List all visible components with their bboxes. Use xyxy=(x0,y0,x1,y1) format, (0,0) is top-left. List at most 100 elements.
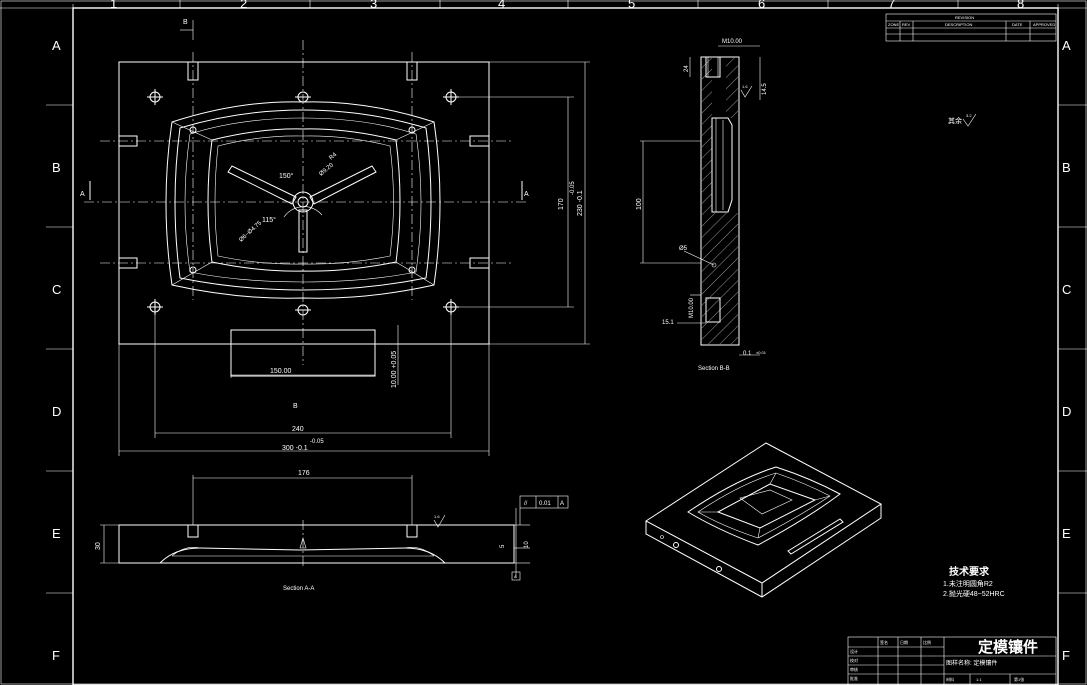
dim-300-tol: -0.05 xyxy=(310,439,324,445)
roughness-value: 3.2 xyxy=(966,113,972,118)
col-label-3: 3 xyxy=(370,0,377,11)
section-mark-a-right: A xyxy=(524,191,529,198)
row-label-f: F xyxy=(52,648,60,663)
ribs xyxy=(227,165,377,253)
tech-requirements: 技术要求 1.未注明圆角R2 2.抛光硬48~52HRC xyxy=(943,565,1005,598)
top-view: A A B B 240 300 -0.1 -0.05 150.00 10.00 … xyxy=(80,19,590,456)
row-label-c-right: C xyxy=(1062,282,1071,297)
bb-dim-01-tol: ±0.01 xyxy=(756,350,767,355)
rib-dim-a: Ø9.20 xyxy=(318,162,335,178)
row-label-f-right: F xyxy=(1062,648,1070,663)
row-labels-left: A B C D E F xyxy=(52,38,61,663)
tb-row-review: 审核 xyxy=(850,666,858,672)
tb-col-date: 日期 xyxy=(900,639,908,645)
title-block: 定模镶件 图样名称: 定模镶件 设计 校对 审核 批准 签名 日期 比例 材料 … xyxy=(847,636,1057,685)
column-labels: 1 2 3 4 5 6 7 8 xyxy=(110,0,1024,11)
tb-scale: 1:1 xyxy=(976,677,982,682)
revision-header: REVISION xyxy=(955,15,974,20)
aa-surface: 1.6 xyxy=(434,514,440,519)
isometric-view xyxy=(645,442,882,598)
section-mark-b-bottom: B xyxy=(293,403,298,410)
title-block-drawing-name: 图样名称: 定模镶件 xyxy=(946,659,997,667)
aa-dim-30: 30 xyxy=(95,542,102,550)
row-ticks xyxy=(46,104,1087,594)
row-label-d-right: D xyxy=(1062,404,1071,419)
row-label-c: C xyxy=(52,282,61,297)
col-label-2: 2 xyxy=(240,0,247,11)
tech-item-2: 2.抛光硬48~52HRC xyxy=(943,589,1005,598)
cavity-inner xyxy=(207,128,401,272)
row-label-b-right: B xyxy=(1062,160,1071,175)
bb-dim-100: 100 xyxy=(636,198,643,210)
dim-240: 240 xyxy=(292,426,304,433)
aa-title: Section A-A xyxy=(283,586,314,592)
bb-thread-top: M10.00 xyxy=(722,39,743,45)
dim-230-tol: -0.05 xyxy=(570,181,576,195)
tol-value: 0.01 xyxy=(539,501,551,507)
rev-col-rev: REV xyxy=(902,22,911,27)
datum-box-label: A xyxy=(514,574,517,579)
row-labels-right: A B C D E F xyxy=(1062,38,1071,663)
title-block-title: 定模镶件 xyxy=(978,638,1038,656)
threaded-inserts xyxy=(118,61,490,269)
bb-dim-24: 24 xyxy=(684,65,690,72)
row-label-e: E xyxy=(52,526,61,541)
row-label-b: B xyxy=(52,160,61,175)
dim-slot-150: 150.00 xyxy=(270,368,292,375)
aa-dim-10: 10 xyxy=(524,541,530,548)
rev-col-approved: APPROVED xyxy=(1033,22,1055,27)
col-label-7: 7 xyxy=(888,0,895,11)
angle-150: 150° xyxy=(279,172,294,180)
col-label-1: 1 xyxy=(110,0,117,11)
dim-300: 300 -0.1 xyxy=(282,445,308,452)
row-label-a-right: A xyxy=(1062,38,1071,53)
bb-dim-d5: Ø5 xyxy=(679,246,688,252)
roughness-note: 其余 3.2 xyxy=(948,113,977,127)
rev-col-date: DATE xyxy=(1012,22,1023,27)
row-label-a: A xyxy=(52,38,61,53)
dim-170: 170 xyxy=(558,198,565,210)
section-aa: // 0.01 A A 176 30 10 5 1.6 Section A-A xyxy=(95,470,569,592)
row-label-e-right: E xyxy=(1062,526,1071,541)
tech-item-1: 1.未注明圆角R2 xyxy=(943,579,993,588)
column-ticks xyxy=(179,0,959,8)
rev-col-description: DESCRIPTION xyxy=(945,22,972,27)
aa-dim-176: 176 xyxy=(298,470,310,477)
section-mark-b-top: B xyxy=(183,19,188,26)
tb-col-sign: 签名 xyxy=(880,639,888,645)
rev-col-zone: ZONE xyxy=(888,22,899,27)
rib-dim-b: R4 xyxy=(328,152,338,162)
section-bb: M10.00 24 14.5 100 Ø5 15.1 M10.00 0.1 ±0… xyxy=(636,39,768,372)
bb-dim-14: 14.5 xyxy=(762,83,768,95)
bb-bolt: M10.00 xyxy=(689,297,695,318)
dim-230: 230 -0.1 xyxy=(577,190,584,216)
revision-table: REVISION ZONE REV DESCRIPTION DATE APPRO… xyxy=(885,13,1057,42)
col-label-6: 6 xyxy=(758,0,765,11)
bb-surface: 1.6 xyxy=(742,84,748,89)
tb-row-design: 设计 xyxy=(850,648,858,654)
tolerance-frame xyxy=(519,495,569,509)
rib-dim-c: Ø6~Ø4.75 xyxy=(238,220,263,244)
col-label-5: 5 xyxy=(628,0,635,11)
tol-datum: A xyxy=(560,501,564,507)
dim-slot-depth: 10.00 +0.05 xyxy=(391,351,398,388)
tb-row-check: 校对 xyxy=(850,657,858,663)
tech-title: 技术要求 xyxy=(949,565,990,578)
top-view-outline xyxy=(118,61,490,345)
row-label-d: D xyxy=(52,404,61,419)
aa-dim-5: 5 xyxy=(500,544,506,548)
tol-parallel-symbol: // xyxy=(524,501,528,507)
roughness-label: 其余 xyxy=(948,116,962,125)
section-mark-a-left: A xyxy=(80,191,85,198)
bb-dim-01: 0.1 xyxy=(743,351,752,357)
tb-col-scale: 比例 xyxy=(923,639,931,645)
angle-115: 115° xyxy=(262,216,276,224)
col-label-8: 8 xyxy=(1017,0,1024,11)
bb-dim-15: 15.1 xyxy=(662,320,674,326)
section-aa-outline xyxy=(118,524,515,564)
slot-outline xyxy=(230,329,376,377)
tb-sheet: 第1张 xyxy=(1014,676,1024,682)
tb-row-approve: 批准 xyxy=(850,675,858,681)
